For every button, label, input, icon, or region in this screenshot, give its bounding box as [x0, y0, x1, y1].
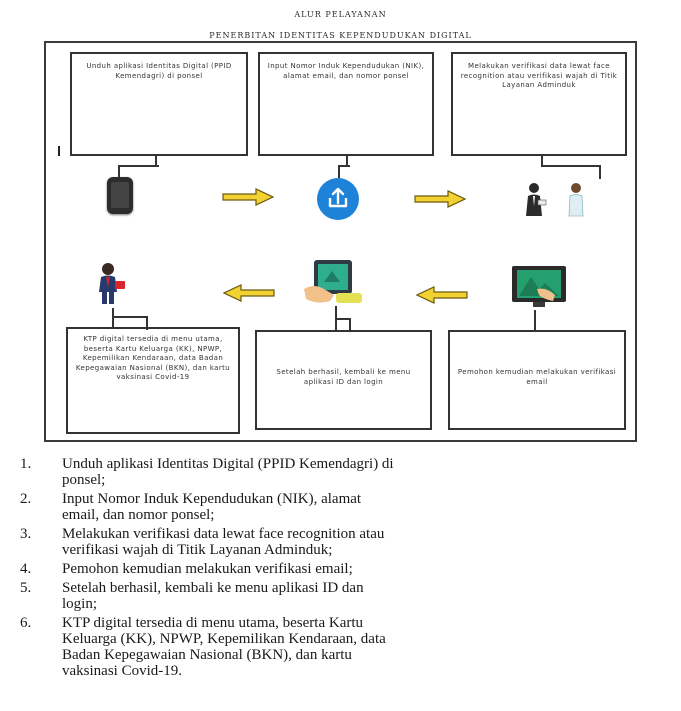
connector — [335, 318, 351, 332]
flow-box-6: KTP digital tersedia di menu utama, bese… — [66, 327, 240, 434]
list-item: 5.Setelah berhasil, kembali ke menu apli… — [20, 580, 364, 612]
flow-diagram-frame — [44, 41, 637, 442]
connector — [346, 156, 348, 167]
connector — [541, 165, 601, 179]
person-icon — [99, 263, 125, 304]
officer-icon — [526, 183, 584, 217]
arrow-left-icon — [223, 284, 275, 302]
list-item: 2.Input Nomor Induk Kependudukan (NIK), … — [20, 491, 362, 523]
list-item: 1.Unduh aplikasi Identitas Digital (PPID… — [20, 456, 394, 488]
connector — [338, 165, 350, 178]
flow-box-5: Setelah berhasil, kembali ke menu aplika… — [255, 330, 432, 430]
list-item: 6.KTP digital tersedia di menu utama, be… — [20, 615, 386, 679]
flow-box-2: Input Nomor Induk Kependudukan (NIK), al… — [258, 52, 434, 156]
connector — [541, 156, 543, 167]
upload-icon — [317, 178, 359, 220]
tablet-hand-icon — [304, 260, 362, 303]
connector — [155, 156, 157, 167]
list-item: 4.Pemohon kemudian melakukan verifikasi … — [20, 561, 353, 577]
stray-mark — [58, 146, 60, 156]
arrow-left-icon — [416, 286, 468, 304]
phone-icon — [107, 177, 133, 214]
connector — [112, 316, 148, 330]
steps-list: 1.Unduh aplikasi Identitas Digital (PPID… — [20, 456, 681, 682]
connector — [534, 310, 542, 330]
connector — [118, 165, 159, 177]
list-item: 3.Melakukan verifikasi data lewat face r… — [20, 526, 385, 558]
flow-box-1: Unduh aplikasi Identitas Digital (PPID K… — [70, 52, 248, 156]
monitor-icon — [512, 266, 566, 307]
flow-box-3: Melakukan verifikasi data lewat face rec… — [451, 52, 627, 156]
page-subtitle: PENERBITAN IDENTITAS KEPENDUDUKAN DIGITA… — [209, 31, 472, 40]
arrow-right-icon — [222, 188, 274, 206]
flow-box-4: Pemohon kemudian melakukan verifikasi em… — [448, 330, 626, 430]
arrow-right-icon — [414, 190, 466, 208]
page-title: ALUR PELAYANAN — [294, 10, 387, 19]
